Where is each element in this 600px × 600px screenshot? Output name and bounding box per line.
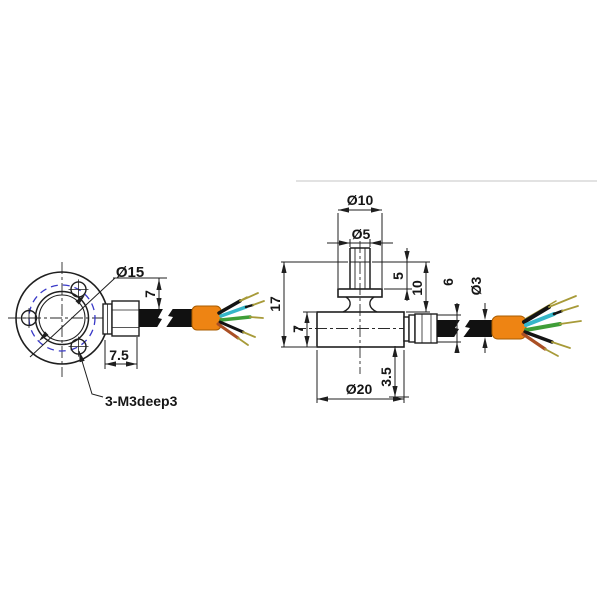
- dim-arrow: [75, 295, 85, 305]
- neck-right: [369, 296, 378, 313]
- dim-arrow: [482, 309, 488, 320]
- neck-left: [342, 296, 351, 313]
- wire-tip: [544, 348, 559, 357]
- wire-green: [524, 322, 562, 332]
- thread-note-label: 3-M3deep3: [105, 393, 178, 409]
- bolt-circle: [28, 284, 96, 352]
- side-cable: [437, 295, 582, 357]
- dim-arrow: [482, 337, 488, 348]
- wire-tip: [249, 316, 264, 319]
- cable-sleeve: [191, 305, 222, 331]
- wire-tip: [242, 331, 256, 338]
- dim-arrow: [304, 312, 310, 323]
- dim-arrow: [339, 240, 350, 246]
- wire-brown: [216, 322, 240, 340]
- dim-phi10-label: Ø10: [347, 192, 374, 208]
- wire-tip: [548, 295, 577, 308]
- dim-17-label: 17: [267, 296, 283, 312]
- dim-phi5-label: Ø5: [352, 226, 371, 242]
- dim-arrow: [423, 301, 429, 312]
- dim-arrow: [371, 207, 382, 213]
- front-dimensions: [29, 277, 167, 398]
- dim-arrow: [126, 361, 137, 367]
- dim-arrow: [156, 298, 162, 309]
- dim-arrow: [404, 251, 410, 262]
- cable-sleeve: [491, 315, 527, 340]
- side-dimensions: [281, 207, 488, 403]
- wire-tip: [559, 320, 582, 325]
- sensor-body: [316, 288, 405, 348]
- dim-3-5-label: 3.5: [378, 367, 394, 387]
- stud: [349, 247, 371, 289]
- wire-tip: [244, 303, 255, 309]
- wire-tip: [552, 309, 564, 316]
- bolt-holes: [19, 279, 89, 357]
- wire-cyan: [219, 305, 248, 318]
- dim-6-label: 6: [440, 278, 456, 286]
- dim-phi20-label: Ø20: [346, 381, 373, 397]
- side-view: Ø10 Ø5 5 10 6 Ø3 17 7 3.5 Ø20: [267, 180, 597, 403]
- wire-tip: [551, 341, 571, 349]
- dim-arrow: [392, 386, 398, 397]
- dim-arrow: [370, 240, 381, 246]
- dim-arrow: [105, 361, 116, 367]
- dim-arrow: [454, 342, 460, 353]
- wire-brown: [521, 332, 547, 351]
- front-wires: [216, 292, 265, 346]
- wire-black: [522, 305, 551, 324]
- front-cable: [139, 292, 265, 346]
- dim-arrow: [423, 262, 429, 273]
- dim-5-label: 5: [390, 272, 406, 280]
- dim-arrow: [317, 396, 328, 402]
- wire-dark: [523, 330, 554, 344]
- dim-arrow: [281, 336, 287, 347]
- dim-arrow: [454, 304, 460, 315]
- dim-arrow: [281, 262, 287, 273]
- dim-10-label: 10: [409, 280, 425, 296]
- dim-bolt-circle-label: Ø15: [116, 264, 144, 281]
- wire-tip: [561, 305, 579, 312]
- dim-7-5-label: 7.5: [109, 347, 129, 363]
- side-cable-connector: [403, 313, 438, 344]
- body-outline: [316, 311, 405, 348]
- side-wires: [521, 295, 582, 357]
- cable-break-symbol: [156, 307, 174, 329]
- wire-dark: [218, 320, 245, 334]
- dim-phi3-label: Ø3: [468, 276, 484, 295]
- wire-cyan: [524, 312, 556, 327]
- wire-black: [217, 299, 242, 315]
- wire-tip: [252, 300, 265, 306]
- dim-arrow: [392, 346, 398, 357]
- wire-tip: [237, 337, 249, 346]
- wire-tip: [239, 292, 259, 302]
- dim-arrow: [304, 336, 310, 347]
- front-centerlines: [8, 262, 118, 377]
- dim-arrow: [79, 351, 85, 363]
- dim-arrow: [338, 207, 349, 213]
- wire-green: [219, 315, 252, 322]
- front-view: Ø15 7 7.5 3-M3deep3: [8, 262, 265, 409]
- dim-7-label-front: 7: [142, 290, 158, 298]
- dim-arrow: [39, 331, 49, 341]
- dim-arrow: [393, 396, 404, 402]
- side-centerlines: [294, 241, 422, 374]
- dim-arrow: [156, 279, 162, 290]
- front-cable-connector: [102, 300, 140, 337]
- dim-arrow: [404, 289, 410, 300]
- dim-7-label-side: 7: [290, 325, 306, 333]
